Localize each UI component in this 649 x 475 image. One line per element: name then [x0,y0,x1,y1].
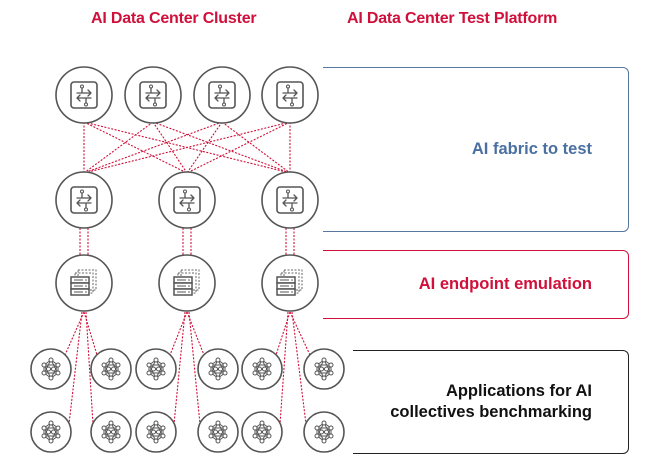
ai-endpoint-layer-box: AI endpoint emulation [323,250,629,319]
endpoint-node [158,254,216,312]
gpu-node [135,348,177,390]
endpoint-gpu-link [83,311,98,356]
spine-leaf-link [83,121,188,174]
spine-switch-node [124,66,182,124]
spine-switch-node [193,66,251,124]
endpoint-gpu-link [169,311,188,356]
endpoint-gpu-link [64,311,85,356]
endpoint-gpu-link [289,311,311,356]
cluster-heading: AI Data Center Cluster [91,10,257,27]
leaf-switch-node [158,171,216,229]
endpoint-gpu-link [68,311,83,425]
endpoint-gpu-link [85,311,94,425]
gpu-node [90,348,132,390]
ai-endpoint-label: AI endpoint emulation [418,275,592,293]
gpu-node [30,411,72,453]
node-layer [30,66,345,453]
gpu-node [303,411,345,453]
gpu-node [135,411,177,453]
leaf-switch-node [261,171,319,229]
spine-leaf-link [83,121,291,174]
spine-leaf-link [152,121,291,174]
gpu-node [197,411,239,453]
endpoint-node [55,254,113,312]
applications-label-line-2: collectives benchmarking [390,403,592,421]
gpu-node [30,348,72,390]
endpoint-gpu-link [291,311,307,425]
applications-label: Applications for AI collectives benchmar… [390,381,628,423]
gpu-node [241,411,283,453]
spine-leaf-link [186,121,223,174]
leaf-switch-node [55,171,113,229]
link-layer [64,121,311,425]
endpoint-node [261,254,319,312]
gpu-node [197,348,239,390]
ai-fabric-label: AI fabric to test [471,140,592,158]
gpu-node [303,348,345,390]
endpoint-gpu-link [188,311,201,425]
spine-switch-node [261,66,319,124]
spine-leaf-link [221,121,291,174]
ai-fabric-layer-box: AI fabric to test [323,67,629,232]
gpu-node [241,348,283,390]
test-platform-heading: AI Data Center Test Platform [347,10,558,27]
endpoint-gpu-link [279,311,289,425]
spine-leaf-link [83,121,154,174]
spine-leaf-link [83,121,223,174]
applications-label-line-1: Applications for AI [445,382,592,400]
applications-layer-box: Applications for AI collectives benchmar… [353,350,629,454]
spine-leaf-link [152,121,188,174]
spine-switch-node [55,66,113,124]
gpu-node [90,411,132,453]
endpoint-gpu-link [186,311,205,356]
endpoint-gpu-link [275,311,291,356]
spine-leaf-link [186,121,291,174]
endpoint-gpu-link [173,311,186,425]
